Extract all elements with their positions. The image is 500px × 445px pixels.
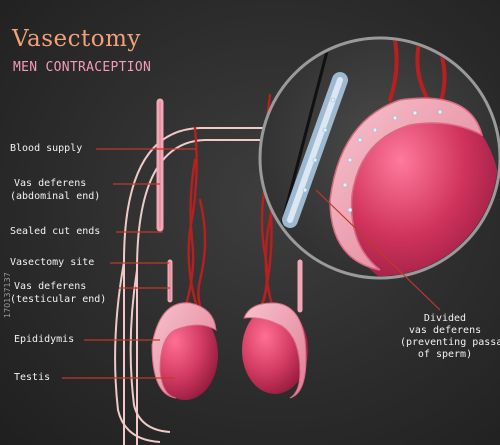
- magnifier-lens-icon: [258, 36, 500, 280]
- label-divided-line-1: Divided: [423, 313, 467, 324]
- label-sealed-cut-ends: Sealed cut ends: [10, 226, 101, 237]
- stock-id-watermark: 170137137: [3, 272, 12, 318]
- page-title: Vasectomy: [12, 26, 141, 52]
- label-testis: Testis: [14, 372, 51, 383]
- right-testis: [242, 302, 308, 399]
- label-blood-supply: Blood supply: [10, 143, 83, 154]
- label-vas-deferens-abdominal-sub: (abdominal end): [10, 191, 101, 202]
- leader-lines: [62, 148, 441, 379]
- label-vasectomy-site: Vasectomy site: [10, 257, 95, 268]
- label-epididymis: Epididymis: [14, 334, 75, 345]
- left-testis: [151, 302, 218, 400]
- label-vas-deferens-abdominal: Vas deferens: [14, 178, 87, 189]
- left-vas-deferens: [156, 98, 173, 303]
- label-divided-line-4: of sperm): [417, 349, 473, 360]
- label-vas-deferens-testicular: Vas deferens: [14, 281, 87, 292]
- label-divided-line-3: (preventing passage: [400, 337, 500, 348]
- label-divided-line-2: vas deferens: [408, 325, 482, 336]
- label-divided-vas-deferens: Divided vas deferens (preventing passage…: [400, 313, 500, 361]
- label-vas-deferens-testicular-sub: (testicular end): [10, 294, 107, 305]
- page-subtitle: MEN CONTRACEPTION: [13, 60, 152, 75]
- blood-vessels: [184, 93, 276, 320]
